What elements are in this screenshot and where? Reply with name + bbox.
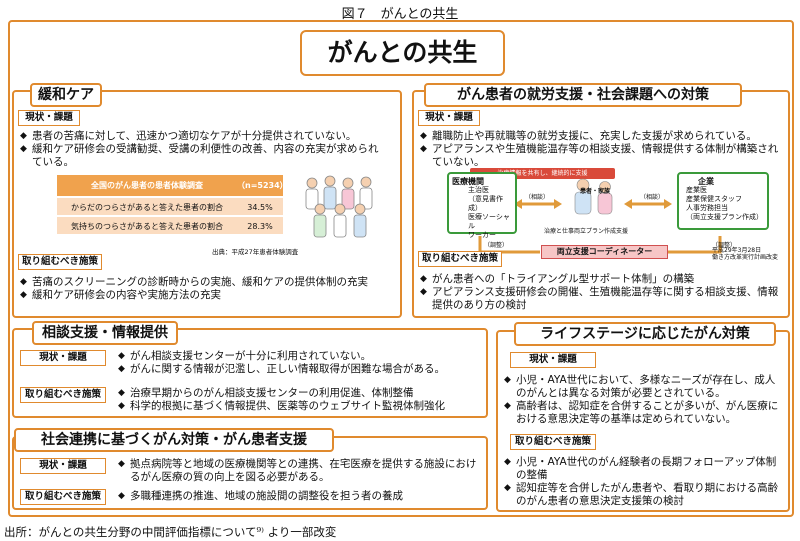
palliative-title: 緩和ケア — [30, 83, 102, 107]
list-item: アピアランスや生殖機能温存等の相談支援、情報提供する体制が構築されていない。 — [420, 143, 782, 169]
patient-family-label: 患者・家族 — [580, 188, 611, 195]
consultation-measures-tag: 取り組むべき施策 — [20, 387, 106, 403]
survey-row-label: からだのつらさがあると答えた患者の割合 — [71, 203, 223, 212]
survey-table: 全国のがん患者の患者体験調査 （n=5234） からだのつらさがあると答えた患者… — [57, 175, 288, 234]
list-item: 認知症等を合併したがん患者や、看取り期における高齢のがん患者の意思決定支援策の検… — [504, 482, 784, 508]
company-title: 企業 — [698, 177, 714, 186]
adjust-left-label: （調整） — [484, 242, 509, 249]
palliative-current-tag: 現状・課題 — [18, 110, 80, 126]
lifestage-current-list: 小児・AYA世代において、多様なニーズが存在し、成人のがんとは異なる対策が必要と… — [504, 374, 784, 426]
list-item: 治療早期からのがん相談支援センターの利用促進、体制整備 — [118, 387, 480, 400]
patient-family-icon — [574, 178, 613, 215]
main-frame — [8, 20, 794, 517]
social-title: 社会連携に基づくがん対策・がん患者支援 — [14, 428, 334, 452]
list-item: 小児・AYA世代において、多様なニーズが存在し、成人のがんとは異なる対策が必要と… — [504, 374, 784, 400]
consult-left-label: （相談） — [525, 194, 550, 201]
palliative-current-list: 患者の苦痛に対して、迅速かつ適切なケアが十分提供されていない。 緩和ケア研修会の… — [20, 130, 385, 169]
medical-staff-illustration — [305, 175, 373, 238]
company-item: 人事労務担当 — [686, 204, 728, 212]
medical-institution-box: 医療機関 主治医 （意見書作成） 医療ソーシャル ワーカー — [447, 172, 517, 239]
consultation-measures-list: 治療早期からのがん相談支援センターの利用促進、体制整備 科学的根拠に基づく情報提… — [118, 387, 480, 413]
main-title: がんとの共生 — [300, 30, 505, 76]
employment-measures-tag: 取り組むべき施策 — [418, 251, 502, 267]
table-row: 気持ちのつらさがあると答えた患者の割合 28.3% — [57, 215, 283, 234]
plan-note: 治療と仕事両立プラン作成支援 — [544, 228, 629, 235]
list-item: がんに関する情報が氾濫し、正しい情報取得が困難な場合がある。 — [118, 363, 480, 376]
company-box: 企業 産業医 産業保健スタッフ 人事労務担当 （両立支援プラン作成） — [677, 172, 769, 230]
employment-title: がん患者の就労支援・社会課題への対策 — [424, 83, 742, 107]
list-item: がん相談支援センターが十分に利用されていない。 — [118, 350, 480, 363]
list-item: 苦痛のスクリーニングの診断時からの実施、緩和ケアの提供体制の充実 — [20, 276, 385, 289]
diagram-arrows — [478, 199, 722, 254]
person-icon — [305, 175, 373, 238]
medical-institution-title: 医療機関 — [452, 177, 484, 186]
survey-source: 出典：平成27年患者体験調査 — [212, 248, 299, 256]
date-note-line: 平成29年3月28日 — [712, 247, 762, 254]
palliative-measures-tag: 取り組むべき施策 — [18, 254, 102, 270]
social-current-tag: 現状・課題 — [20, 458, 106, 474]
lifestage-measures-list: 小児・AYA世代のがん経験者の長期フォローアップ体制の整備 認知症等を合併したが… — [504, 456, 784, 508]
list-item: 緩和ケア研修会の内容や実施方法の充実 — [20, 289, 385, 302]
list-item: 離職防止や再就職等の就労支援に、充実した支援が求められている。 — [420, 130, 782, 143]
date-note-line: 働き方改革実行計画改変 — [712, 254, 779, 261]
list-item: 高齢者は、認知症を合併することが多いが、がん医療における意思決定等の基準は定めら… — [504, 400, 784, 426]
list-item: 小児・AYA世代のがん経験者の長期フォローアップ体制の整備 — [504, 456, 784, 482]
survey-row-value: 34.5% — [247, 203, 273, 212]
figure-caption: 図７ がんとの共生 — [341, 7, 459, 22]
company-item: 産業医 — [686, 186, 707, 194]
survey-row-value: 28.3% — [247, 222, 273, 231]
employment-current-tag: 現状・課題 — [418, 110, 480, 126]
survey-n: （n=5234） — [237, 181, 288, 190]
list-item: 科学的根拠に基づく情報提供、医薬等のウェブサイト監視体制強化 — [118, 400, 480, 413]
medical-item: （意見書作成） — [468, 195, 503, 212]
company-item: 産業保健スタッフ — [686, 195, 742, 203]
lifestage-current-tag: 現状・課題 — [510, 352, 596, 368]
table-row: からだのつらさがあると答えた患者の割合 34.5% — [57, 196, 283, 215]
list-item: 拠点病院等と地域の医療機関等との連携、在宅医療を提供する施設におけるがん医療の質… — [118, 458, 480, 484]
list-item: 多職種連携の推進、地域の施設間の調整役を担う者の養成 — [118, 490, 480, 503]
consult-right-label: （相談） — [640, 194, 665, 201]
social-measures-list: 多職種連携の推進、地域の施設間の調整役を担う者の養成 — [118, 490, 480, 503]
lifestage-measures-tag: 取り組むべき施策 — [510, 434, 596, 450]
medical-item: 医療ソーシャル — [468, 213, 510, 230]
company-item: （両立支援プラン作成） — [686, 213, 763, 221]
medical-item: 主治医 — [468, 186, 489, 194]
coordinator-bar: 両立支援コーディネーター — [541, 245, 668, 259]
consultation-current-list: がん相談支援センターが十分に利用されていない。 がんに関する情報が氾濫し、正しい… — [118, 350, 480, 376]
survey-header: 全国のがん患者の患者体験調査 — [91, 181, 203, 190]
consultation-current-tag: 現状・課題 — [20, 350, 106, 366]
social-current-list: 拠点病院等と地域の医療機関等との連携、在宅医療を提供する施設におけるがん医療の質… — [118, 458, 480, 484]
list-item: アピアランス支援研修会の開催、生殖機能温存等に関する相談支援、情報提供のあり方の… — [420, 286, 782, 312]
date-note: 平成29年3月28日 働き方改革実行計画改変 — [712, 247, 778, 261]
employment-current-list: 離職防止や再就職等の就労支援に、充実した支援が求められている。 アピアランスや生… — [420, 130, 782, 169]
adjust-right-label: （調整） — [712, 242, 737, 249]
social-measures-tag: 取り組むべき施策 — [20, 489, 106, 505]
palliative-measures-list: 苦痛のスクリーニングの診断時からの実施、緩和ケアの提供体制の充実 緩和ケア研修会… — [20, 276, 385, 302]
employment-measures-list: がん患者への「トライアングル型サポート体制」の構築 アピアランス支援研修会の開催… — [420, 273, 782, 312]
survey-row-label: 気持ちのつらさがあると答えた患者の割合 — [71, 222, 223, 231]
diagram-ribbon: 治療情報を共有し、継続的に支援 — [470, 168, 615, 179]
list-item: 患者の苦痛に対して、迅速かつ適切なケアが十分提供されていない。 — [20, 130, 385, 143]
lifestage-title: ライフステージに応じたがん対策 — [514, 322, 776, 346]
consultation-title: 相談支援・情報提供 — [32, 321, 178, 345]
footer-source: 出所：がんとの共生分野の中間評価指標について⁹⁾ より一部改変 — [4, 525, 337, 539]
list-item: がん患者への「トライアングル型サポート体制」の構築 — [420, 273, 782, 286]
list-item: 緩和ケア研修会の受講勧奨、受講の利便性の改善、内容の充実が求められている。 — [20, 143, 385, 169]
medical-item: ワーカー — [468, 231, 496, 239]
